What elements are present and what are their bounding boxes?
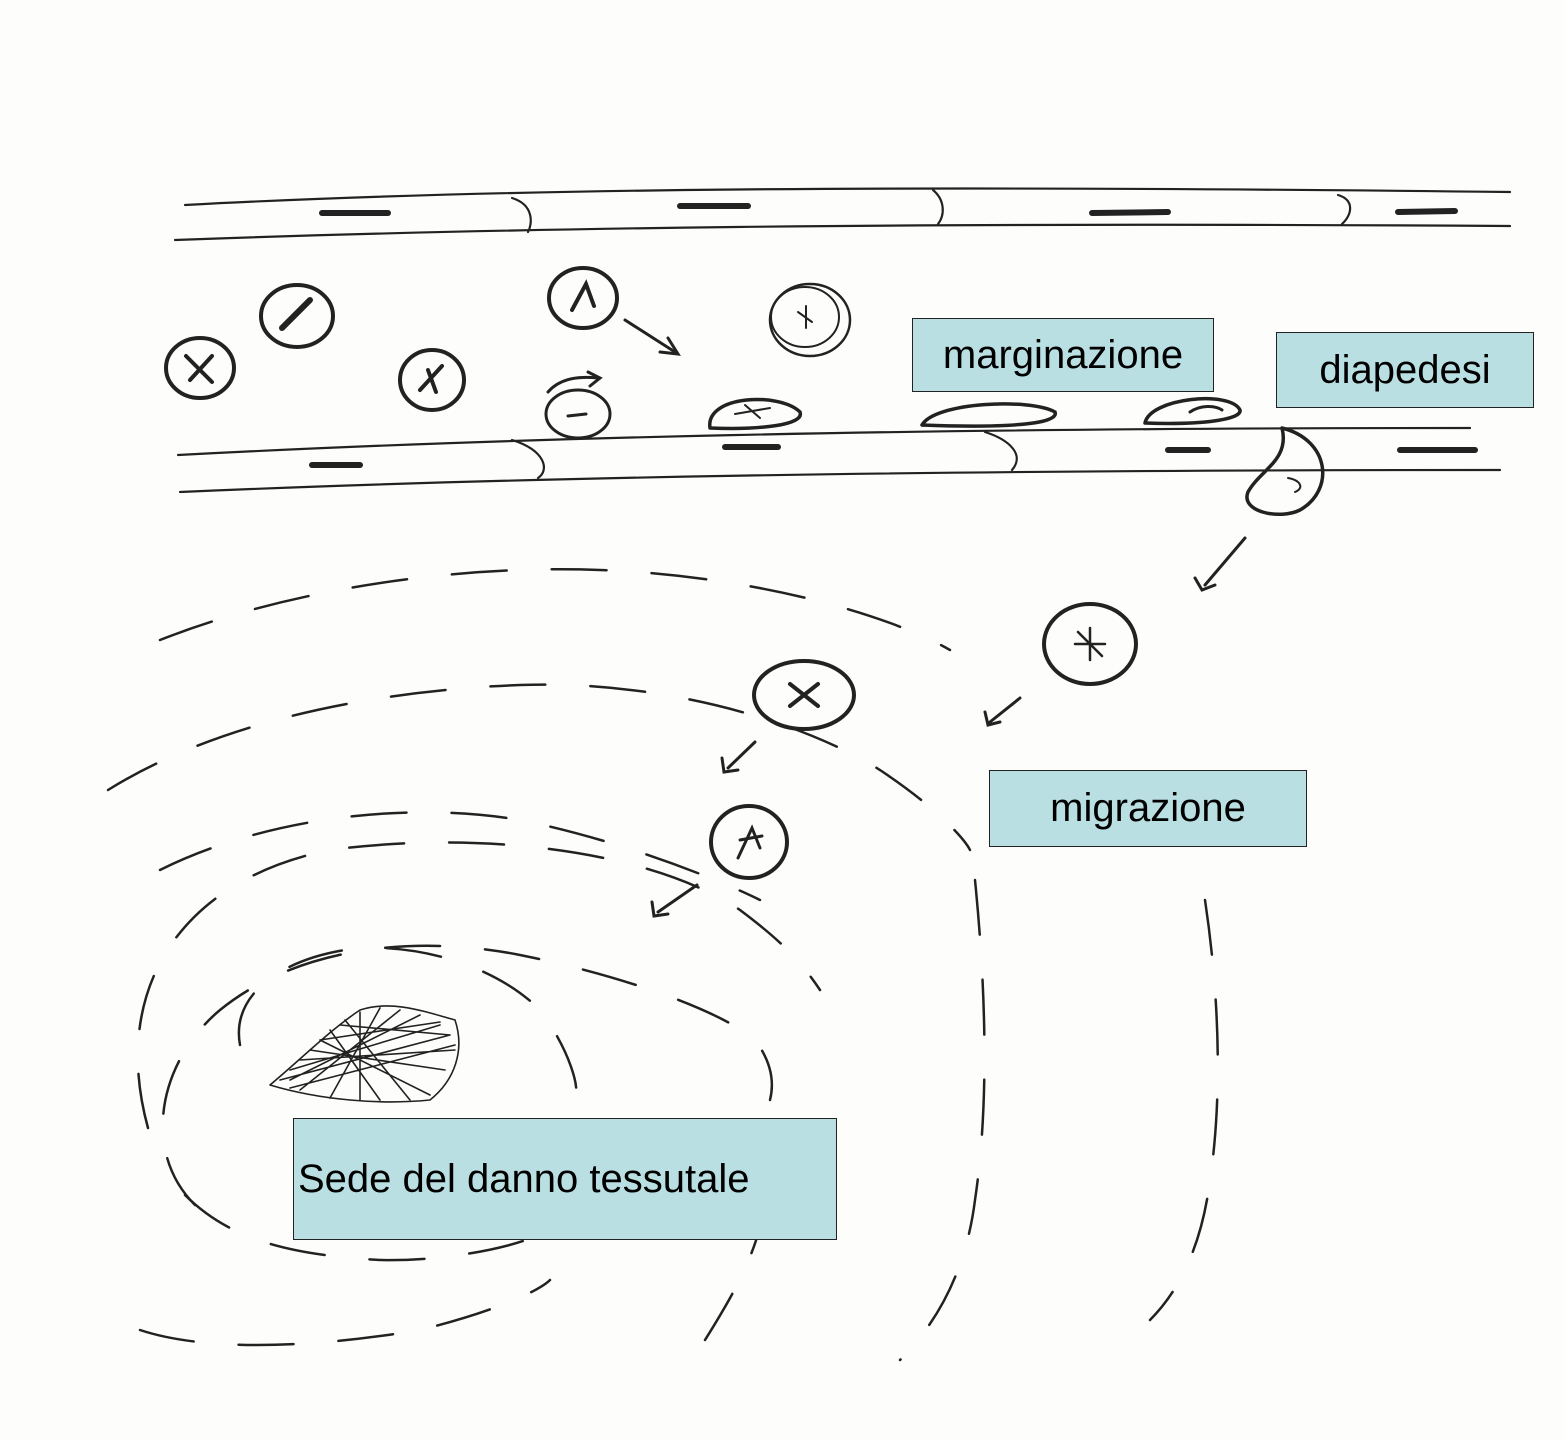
endothelial-nuclei-lower xyxy=(312,447,1475,465)
chemotactic-gradient-rings xyxy=(108,569,1218,1360)
endothelial-nuclei-upper xyxy=(322,206,1455,213)
tissue-damage-scribble xyxy=(270,1006,459,1102)
diapedesis-label: diapedesi xyxy=(1276,332,1534,408)
migration-arrows xyxy=(652,538,1245,916)
flow-arrow xyxy=(625,320,678,354)
migration-label: migrazione xyxy=(989,770,1307,847)
injury-site-label: Sede del danno tessutale xyxy=(293,1118,837,1240)
margination-label: marginazione xyxy=(912,318,1214,392)
